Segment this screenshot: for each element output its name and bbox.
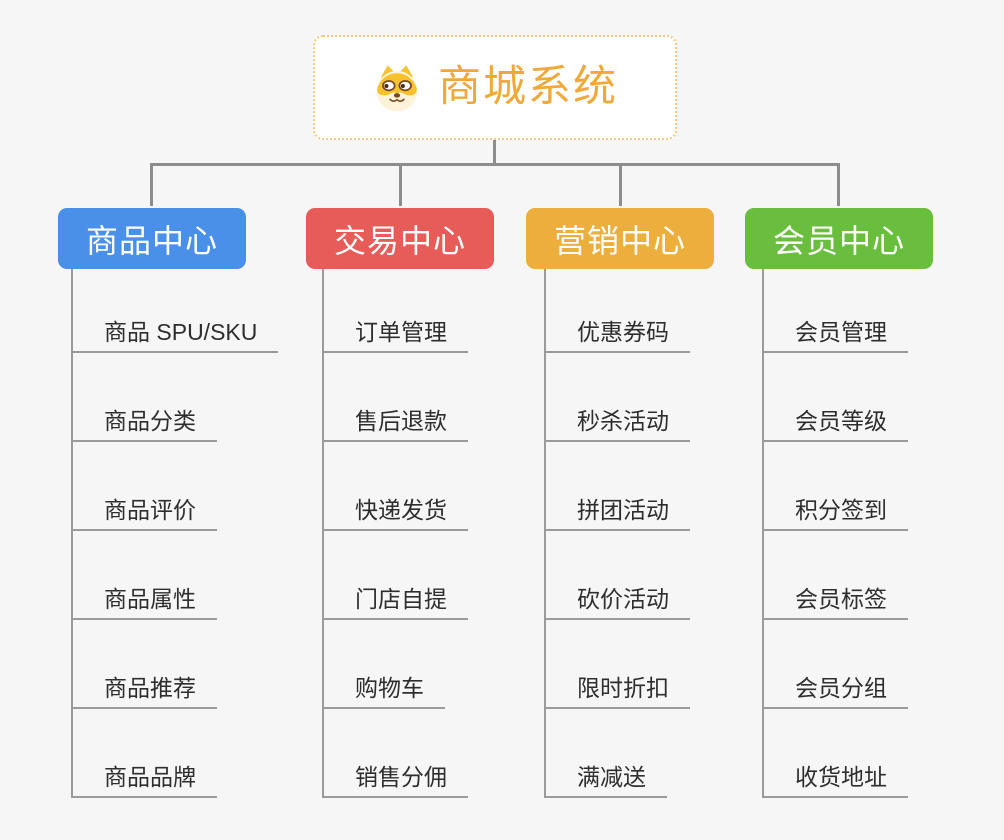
leaf-node[interactable]: 门店自提 [322, 531, 468, 620]
leaf-node[interactable]: 购物车 [322, 620, 445, 709]
leaf-node[interactable]: 满减送 [544, 709, 667, 798]
dog-face-icon [376, 64, 418, 111]
leaf-node[interactable]: 快递发货 [322, 442, 468, 531]
branch-node-member-center[interactable]: 会员中心 [745, 208, 933, 269]
branch-children-goods-center: 商品 SPU/SKU 商品分类 商品评价 商品属性 商品推荐 商品品牌 [71, 269, 279, 798]
branch-label: 会员中心 [772, 222, 905, 259]
leaf-node[interactable]: 销售分佣 [322, 709, 468, 798]
branch-node-marketing-center[interactable]: 营销中心 [526, 208, 714, 269]
leaf-node[interactable]: 砍价活动 [544, 531, 690, 620]
leaf-node[interactable]: 会员等级 [762, 353, 908, 442]
branch-node-goods-center[interactable]: 商品中心 [58, 208, 246, 269]
leaf-node[interactable]: 商品 SPU/SKU [71, 269, 279, 353]
leaf-node[interactable]: 会员管理 [762, 269, 908, 353]
leaf-node[interactable]: 收货地址 [762, 709, 908, 798]
leaf-node[interactable]: 商品分类 [71, 353, 217, 442]
branch-children-member-center: 会员管理 会员等级 积分签到 会员标签 会员分组 收货地址 [762, 269, 908, 798]
root-node[interactable]: 商城系统 [313, 35, 677, 140]
leaf-node[interactable]: 会员分组 [762, 620, 908, 709]
leaf-node[interactable]: 订单管理 [322, 269, 468, 353]
leaf-node[interactable]: 商品评价 [71, 442, 217, 531]
leaf-node[interactable]: 商品推荐 [71, 620, 217, 709]
leaf-node[interactable]: 商品品牌 [71, 709, 217, 798]
leaf-node[interactable]: 售后退款 [322, 353, 468, 442]
rail-line [150, 163, 840, 206]
leaf-node[interactable]: 拼团活动 [544, 442, 690, 531]
leaf-node[interactable]: 积分签到 [762, 442, 908, 531]
leaf-node[interactable]: 限时折扣 [544, 620, 690, 709]
branch-label: 营销中心 [553, 222, 686, 259]
root-title: 商城系统 [438, 63, 618, 111]
leaf-node[interactable]: 商品属性 [71, 531, 217, 620]
branch-children-trade-center: 订单管理 售后退款 快递发货 门店自提 购物车 销售分佣 [322, 269, 468, 798]
branch-label: 商品中心 [85, 222, 218, 259]
leaf-node[interactable]: 优惠券码 [544, 269, 690, 353]
leaf-node[interactable]: 秒杀活动 [544, 353, 690, 442]
branch-children-marketing-center: 优惠券码 秒杀活动 拼团活动 砍价活动 限时折扣 满减送 [544, 269, 690, 798]
branch-node-trade-center[interactable]: 交易中心 [306, 208, 494, 269]
leaf-node[interactable]: 会员标签 [762, 531, 908, 620]
branch-label: 交易中心 [333, 222, 466, 259]
